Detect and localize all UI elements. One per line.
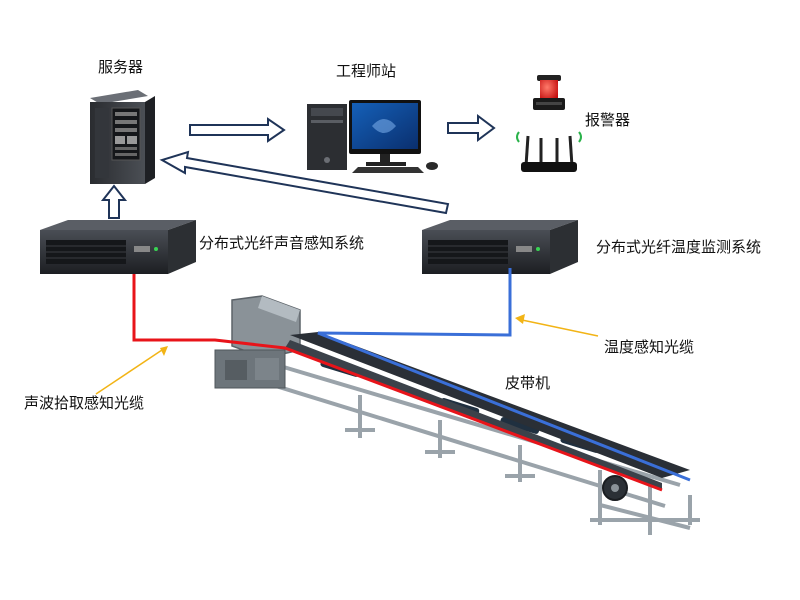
arrow-server-to-workstation [189,117,286,143]
pointer-acoustic-cable [95,346,168,395]
temp-system-rack [422,220,578,274]
server-label: 服务器 [98,58,144,76]
temp-cable-label: 温度感知光缆 [604,338,695,356]
arrow-workstation-to-alarm [447,114,496,142]
arrow-acoustic-system-to-server [100,184,128,219]
server-icon [90,90,155,184]
conveyor-icon [214,295,700,535]
acoustic-sensing-cable [132,274,663,492]
temperature-sensing-cable [317,268,691,482]
acoustic-system-rack [40,220,196,274]
conveyor-label: 皮带机 [505,374,551,392]
workstation-label: 工程师站 [336,62,397,80]
alarm-icon [516,75,582,172]
alarm-label: 报警器 [585,111,631,129]
acoustic-cable-label: 声波拾取感知光缆 [24,394,145,412]
pointer-temp-cable [515,314,599,337]
temp-system-label: 分布式光纤温度监测系统 [596,238,762,256]
workstation-icon [307,100,438,173]
arrow-temp-system-to-server [159,150,450,215]
acoustic-system-label: 分布式光纤声音感知系统 [199,234,365,252]
